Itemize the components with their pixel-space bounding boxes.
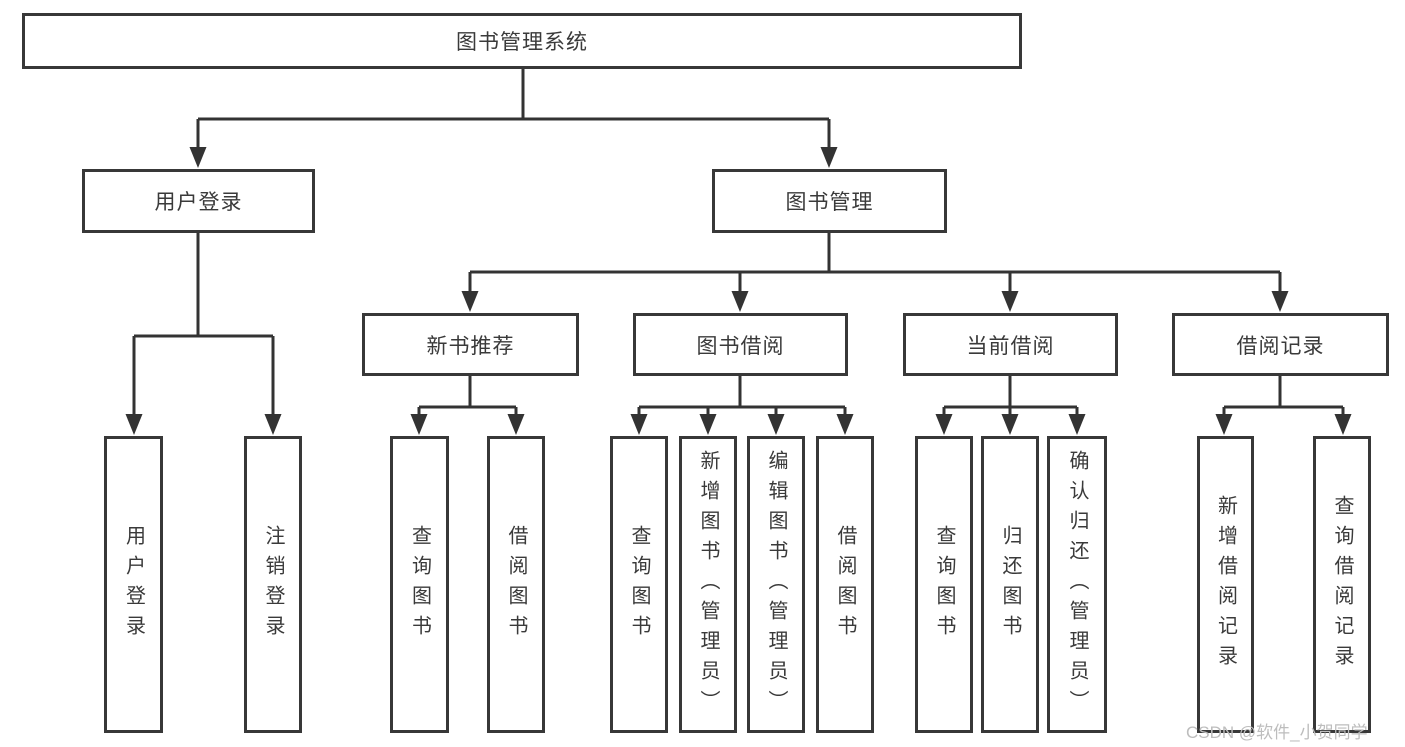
node-label: 确认归还（管理员） xyxy=(1066,449,1088,720)
node-label: 归还图书 xyxy=(999,524,1021,645)
node-label: 新书推荐 xyxy=(426,334,515,358)
node-label: 图书管理系统 xyxy=(456,31,588,54)
node-book-borrowing: 图书借阅 xyxy=(633,313,848,376)
node-label: 新增图书（管理员） xyxy=(697,449,719,720)
node-label: 图书管理 xyxy=(785,191,874,214)
node-label: 当前借阅 xyxy=(966,334,1055,358)
node-label: 用户登录 xyxy=(154,191,243,214)
node-new-book-recommendation: 新书推荐 xyxy=(362,313,579,376)
node-book-management-system: 图书管理系统 xyxy=(22,13,1022,69)
node-user-login-action: 用户登录 xyxy=(104,436,163,733)
node-label: 查询图书 xyxy=(628,524,650,645)
node-edit-books-admin: 编辑图书（管理员） xyxy=(747,436,805,733)
node-return-books: 归还图书 xyxy=(981,436,1039,733)
node-confirm-return-admin: 确认归还（管理员） xyxy=(1047,436,1107,733)
node-borrow-books-borrowing: 借阅图书 xyxy=(816,436,874,733)
node-query-books-recommend: 查询图书 xyxy=(390,436,449,733)
node-label: 借阅图书 xyxy=(834,524,856,645)
node-label: 注销登录 xyxy=(262,524,284,645)
node-add-borrow-record: 新增借阅记录 xyxy=(1197,436,1254,733)
node-label: 查询图书 xyxy=(408,524,431,645)
node-current-borrowing: 当前借阅 xyxy=(903,313,1118,376)
node-book-management-branch: 图书管理 xyxy=(712,169,947,233)
node-label: 查询借阅记录 xyxy=(1331,494,1353,675)
node-label: 新增借阅记录 xyxy=(1214,494,1237,675)
node-label: 查询图书 xyxy=(933,524,955,645)
node-borrowing-records: 借阅记录 xyxy=(1172,313,1389,376)
node-query-books-borrowing: 查询图书 xyxy=(610,436,668,733)
node-label: 用户登录 xyxy=(122,524,145,645)
node-query-borrow-record: 查询借阅记录 xyxy=(1313,436,1371,733)
csdn-watermark: CSDN @软件_小贺同学 xyxy=(1186,723,1368,742)
node-query-books-current: 查询图书 xyxy=(915,436,973,733)
node-label: 图书借阅 xyxy=(696,334,785,358)
node-label: 借阅记录 xyxy=(1236,334,1325,358)
node-user-login-branch: 用户登录 xyxy=(82,169,315,233)
node-add-books-admin: 新增图书（管理员） xyxy=(679,436,737,733)
node-label: 编辑图书（管理员） xyxy=(765,449,787,720)
node-borrow-books-recommend: 借阅图书 xyxy=(487,436,545,733)
node-logout-action: 注销登录 xyxy=(244,436,302,733)
node-label: 借阅图书 xyxy=(505,524,527,645)
